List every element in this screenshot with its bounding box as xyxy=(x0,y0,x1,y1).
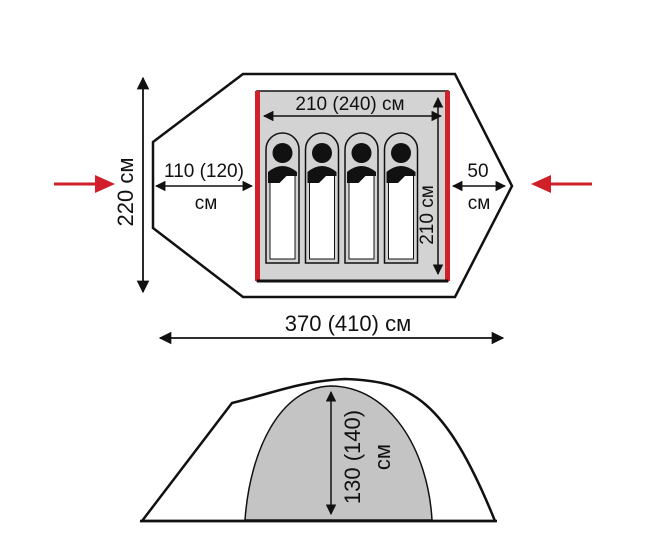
top-view: 210 (240) см 210 см 110 (120) см 50 см 2… xyxy=(54,72,592,345)
vestibule-right-label-top: 50 xyxy=(467,161,488,182)
inner-length-label: 210 (240) см xyxy=(295,94,404,115)
outer-width-label: 220 см xyxy=(113,158,138,227)
sleeper-head-icon xyxy=(272,143,293,163)
inner-tent-right-door xyxy=(445,91,450,281)
sleeping-mat xyxy=(348,170,375,260)
inner-tent-left-door xyxy=(255,91,260,281)
sleeping-mat xyxy=(309,170,335,260)
height-label-top: 130 (140) xyxy=(340,410,365,504)
vestibule-left-label-bottom: см xyxy=(195,193,218,214)
sleeper-body-icon xyxy=(307,166,337,183)
side-view: 130 (140) см xyxy=(139,377,497,523)
vestibule-left-label-top: 110 (120) xyxy=(164,161,244,182)
sleeping-mat xyxy=(269,170,296,260)
entrance-arrow-left-head xyxy=(95,175,115,193)
sleeping-mat xyxy=(388,170,414,260)
outer-length-label: 370 (410) см xyxy=(285,311,411,336)
inner-tent-side xyxy=(244,385,433,521)
sleeper-4 xyxy=(383,132,419,264)
sleeper-head-icon xyxy=(312,143,332,163)
sleeper-head-icon xyxy=(391,143,411,163)
vestibule-right-label-bottom: см xyxy=(468,193,491,214)
sleepers-group xyxy=(265,132,419,264)
entrance-arrow-right-head xyxy=(531,175,551,193)
sleeper-3 xyxy=(344,132,379,264)
sleeper-body-icon xyxy=(347,166,376,183)
sleeper-1 xyxy=(265,132,300,264)
sleeper-2 xyxy=(304,132,340,264)
sleeper-body-icon xyxy=(268,166,297,183)
sleeper-body-icon xyxy=(386,166,416,183)
sleeper-head-icon xyxy=(351,143,372,163)
inner-width-label: 210 см xyxy=(417,185,438,245)
height-label-bottom: см xyxy=(370,444,395,470)
